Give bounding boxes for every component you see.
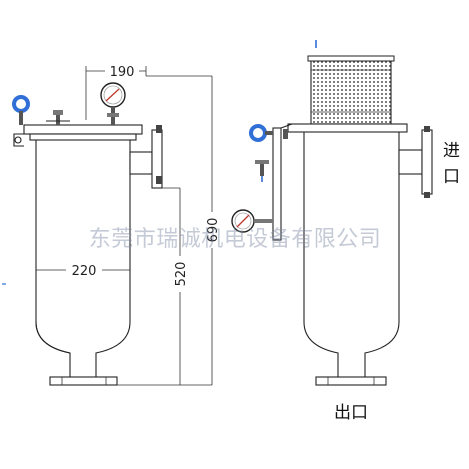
- left-view: 190: [2, 62, 221, 386]
- valve-icon: [255, 160, 269, 182]
- dim-body-width: 220: [36, 261, 130, 279]
- side-inlet: [129, 125, 163, 189]
- inlet-label-2: 口: [443, 167, 460, 187]
- lifting-ring-icon: [12, 95, 30, 125]
- lifting-ring-icon: [249, 124, 273, 142]
- vessel-body-right: [303, 132, 400, 377]
- pressure-gauge-icon: [231, 209, 273, 233]
- body-flange-right: [287, 123, 408, 133]
- mesh-basket: [307, 55, 395, 125]
- bottom-flange: [49, 376, 118, 386]
- body-flange: [29, 133, 137, 141]
- dim-label-190: 190: [110, 65, 135, 80]
- hinge: [13, 133, 24, 147]
- outlet-label: 出口: [334, 403, 368, 423]
- dim-label-220: 220: [72, 264, 97, 279]
- bottom-flange-right: [315, 376, 387, 386]
- dim-label-690: 690: [206, 218, 221, 243]
- lid-flange: [23, 124, 143, 135]
- dim-top-width: 190: [85, 62, 212, 120]
- dim-label-520: 520: [174, 262, 189, 287]
- right-view: 进 口 出口: [231, 40, 460, 423]
- watermark: 东莞市瑞诚机电设备有限公司: [89, 227, 382, 252]
- dim-total-height: 690: [203, 76, 221, 385]
- inlet-label-1: 进: [443, 141, 460, 161]
- valve-icon: [46, 110, 70, 125]
- dim-inlet-height: 520: [117, 187, 212, 386]
- vessel-body: [35, 140, 131, 377]
- pressure-gauge-icon: [100, 82, 126, 125]
- side-inlet-right: [398, 126, 433, 198]
- open-lid: [272, 123, 293, 241]
